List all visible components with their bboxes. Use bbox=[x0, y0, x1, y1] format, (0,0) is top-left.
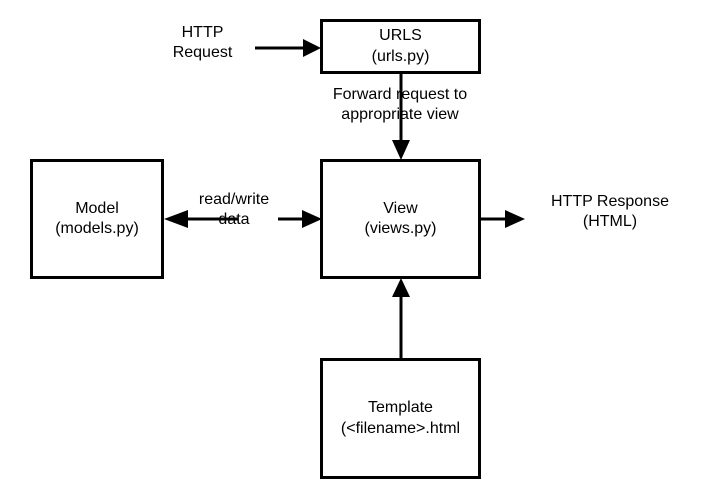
label-http-response-line2: (HTML) bbox=[582, 213, 638, 231]
node-template-line2: (<filename>.html bbox=[340, 419, 461, 437]
label-read-write-data-line1: read/write bbox=[198, 191, 270, 208]
label-forward-request-line1: Forward request to bbox=[332, 86, 468, 103]
node-view[interactable]: View (views.py) bbox=[320, 159, 481, 279]
node-model[interactable]: Model (models.py) bbox=[30, 159, 164, 279]
node-urls-line1: URLS bbox=[379, 27, 422, 45]
edge-urls-to-view bbox=[389, 72, 413, 162]
edge-request-to-urls bbox=[255, 36, 325, 60]
label-http-request-line2: Request bbox=[172, 44, 233, 62]
node-model-line1: Model bbox=[75, 199, 119, 217]
node-urls-line2: (urls.py) bbox=[371, 47, 430, 65]
edge-view-to-model bbox=[160, 207, 238, 231]
label-http-request: HTTP Request bbox=[150, 23, 255, 64]
node-view-line2: (views.py) bbox=[364, 220, 437, 237]
label-http-request-line1: HTTP bbox=[181, 24, 224, 41]
node-view-line1: View bbox=[383, 199, 418, 217]
label-read-write-data: read/write data bbox=[186, 190, 282, 231]
node-template-line1: Template bbox=[368, 399, 433, 417]
label-http-response-line1: HTTP Response bbox=[551, 193, 669, 210]
edge-model-to-view bbox=[278, 207, 324, 231]
node-model-line2: (models.py) bbox=[55, 220, 139, 237]
edge-view-to-response bbox=[479, 207, 527, 231]
label-forward-request: Forward request to appropriate view bbox=[300, 85, 500, 126]
edge-template-to-view bbox=[389, 277, 413, 360]
label-forward-request-line2: appropriate view bbox=[341, 106, 459, 124]
label-http-response: HTTP Response (HTML) bbox=[520, 192, 700, 233]
node-template[interactable]: Template (<filename>.html bbox=[320, 358, 481, 479]
node-urls[interactable]: URLS (urls.py) bbox=[320, 19, 481, 74]
label-read-write-data-line2: data bbox=[218, 211, 250, 229]
